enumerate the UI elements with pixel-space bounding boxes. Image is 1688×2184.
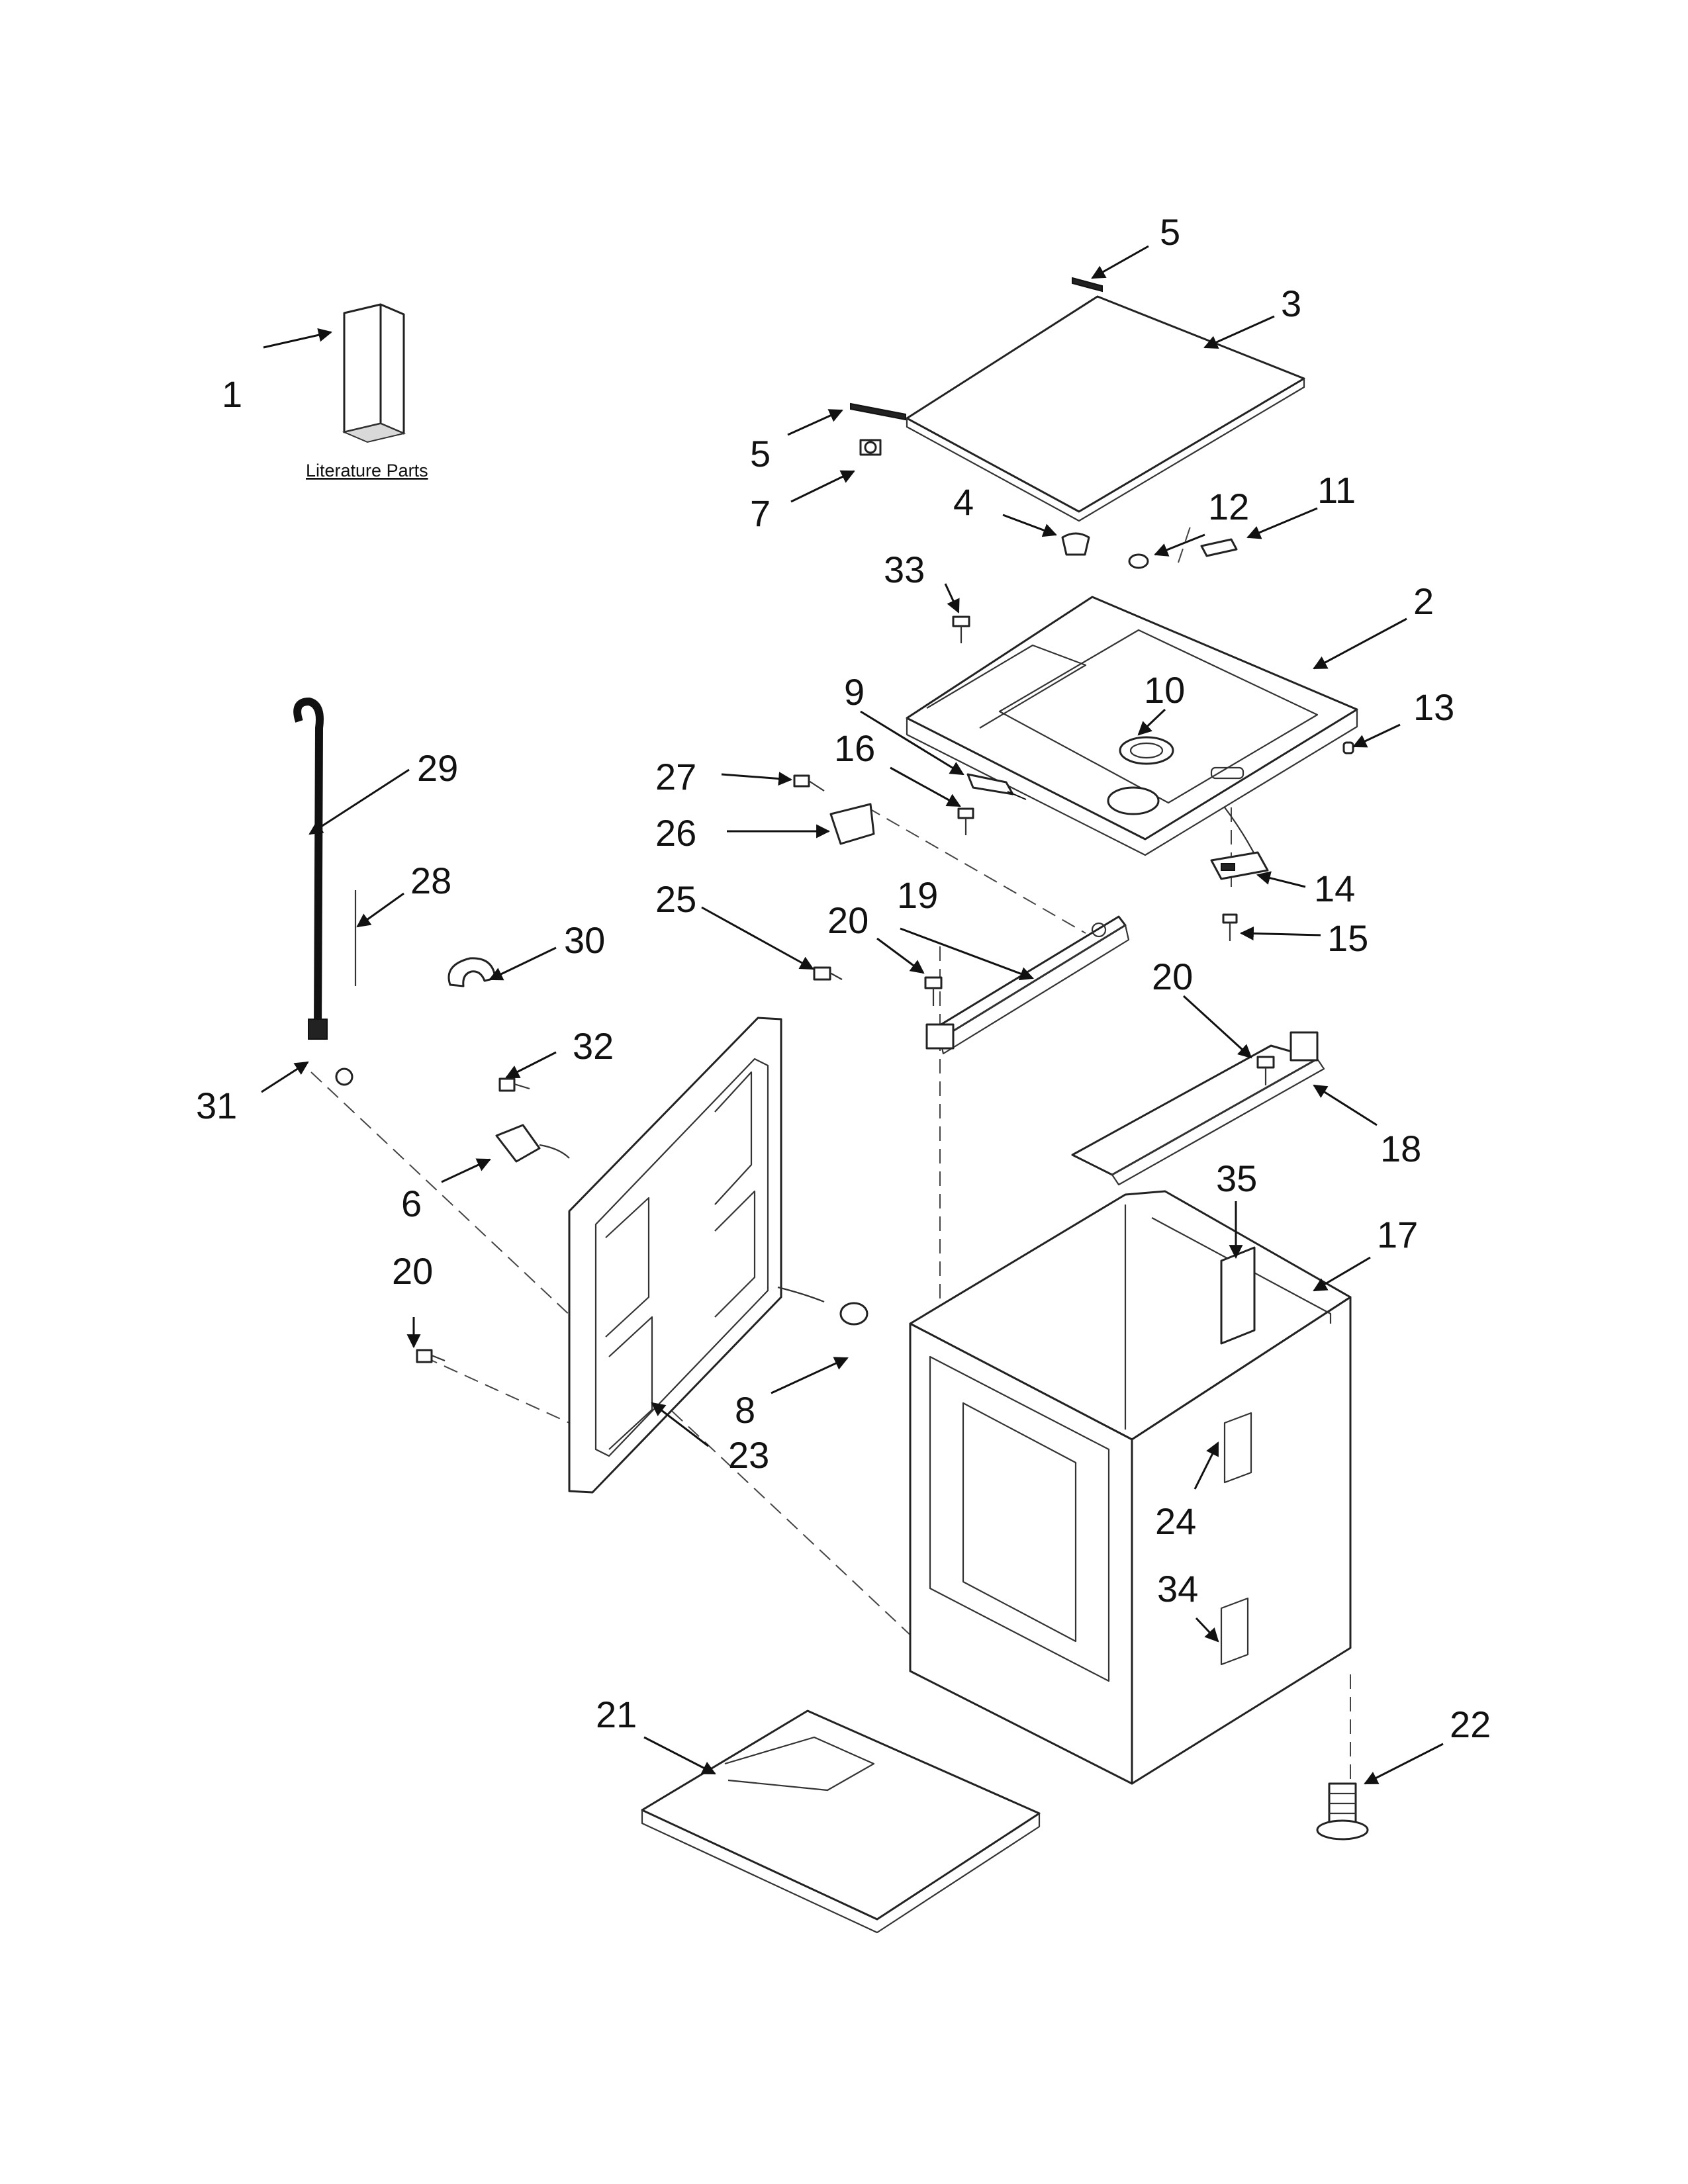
callout-1: 1 — [222, 373, 242, 415]
callout-27: 27 — [655, 756, 696, 797]
callout-23: 23 — [728, 1434, 769, 1476]
hose-guide-30 — [447, 957, 496, 987]
leveling-foot — [1316, 1782, 1369, 1841]
callout-20-top: 20 — [827, 899, 868, 941]
inlet-hose-8 — [777, 1286, 868, 1326]
label-24 — [1223, 1412, 1252, 1484]
callout-numbers: 1 2 3 4 5 5 6 7 8 9 10 11 12 13 14 15 16… — [196, 211, 1491, 1745]
callout-13: 13 — [1413, 686, 1454, 728]
callout-5-left: 5 — [750, 433, 771, 475]
top-panel-screw-33 — [952, 615, 970, 643]
top-rail-right — [1071, 1031, 1325, 1186]
base-pan — [641, 1709, 1041, 1934]
screw-32 — [498, 1077, 530, 1092]
callout-11: 11 — [1317, 469, 1356, 511]
lid-bumper — [1061, 532, 1090, 556]
screw-25 — [813, 966, 843, 981]
lid-switch-grommet — [1128, 553, 1149, 569]
callout-6: 6 — [401, 1183, 422, 1224]
literature-parts-label: Literature Parts — [306, 461, 428, 480]
drain-hose — [293, 697, 328, 1040]
label-35 — [1220, 1246, 1256, 1345]
top-rail-left — [925, 915, 1130, 1055]
callout-21: 21 — [596, 1694, 637, 1735]
callout-32: 32 — [573, 1025, 614, 1067]
washer-lid — [906, 295, 1305, 522]
inlet-hose-6 — [495, 1124, 570, 1163]
lid-lock-strike — [1200, 538, 1238, 557]
callout-12: 12 — [1208, 486, 1249, 527]
callout-24: 24 — [1155, 1500, 1196, 1542]
callout-17: 17 — [1377, 1214, 1418, 1255]
callout-19: 19 — [897, 874, 938, 916]
literature-booklet — [342, 303, 406, 443]
cabinet — [909, 1190, 1352, 1785]
top-panel-clip — [1342, 741, 1354, 754]
callout-18: 18 — [1380, 1128, 1421, 1169]
callout-14: 14 — [1314, 868, 1355, 909]
callout-25: 25 — [655, 878, 696, 920]
bracket-part-26 — [829, 803, 875, 845]
callout-4: 4 — [953, 481, 974, 523]
callout-22: 22 — [1450, 1704, 1491, 1745]
drain-hose-clamp — [335, 1068, 353, 1086]
screw-20-left — [416, 1349, 445, 1363]
rear-panel — [568, 1017, 782, 1494]
callout-31: 31 — [196, 1085, 237, 1126]
callout-15: 15 — [1327, 917, 1368, 959]
callout-9: 9 — [844, 671, 865, 713]
callout-34: 34 — [1157, 1568, 1198, 1610]
callout-20-left: 20 — [392, 1250, 433, 1292]
callout-29: 29 — [417, 747, 458, 789]
screw-20-top — [924, 976, 943, 1006]
lid-switch — [1210, 807, 1269, 880]
callout-28: 28 — [410, 860, 451, 901]
lid-hinge-left — [850, 402, 906, 421]
callout-2: 2 — [1413, 580, 1434, 622]
lid-switch-screw — [1222, 913, 1238, 941]
callout-5-top: 5 — [1160, 211, 1180, 253]
callout-10: 10 — [1144, 669, 1185, 711]
callout-26: 26 — [655, 812, 696, 854]
leader-lines — [261, 245, 1444, 1785]
bracket-part-9 — [966, 773, 1027, 800]
callout-20-right: 20 — [1152, 956, 1193, 997]
label-34 — [1220, 1597, 1249, 1666]
callout-3: 3 — [1281, 283, 1301, 324]
callout-8: 8 — [735, 1389, 755, 1431]
callout-33: 33 — [884, 549, 925, 590]
callout-16: 16 — [834, 727, 875, 769]
callout-35: 35 — [1216, 1158, 1257, 1199]
callout-30: 30 — [564, 919, 605, 961]
screw-16 — [957, 807, 974, 835]
screw-20-right — [1256, 1056, 1275, 1085]
hinge-screw — [859, 439, 882, 456]
lid-hinge-right — [1072, 277, 1103, 293]
top-panel — [906, 596, 1358, 856]
callout-7: 7 — [750, 492, 771, 534]
screw-27 — [793, 774, 825, 792]
